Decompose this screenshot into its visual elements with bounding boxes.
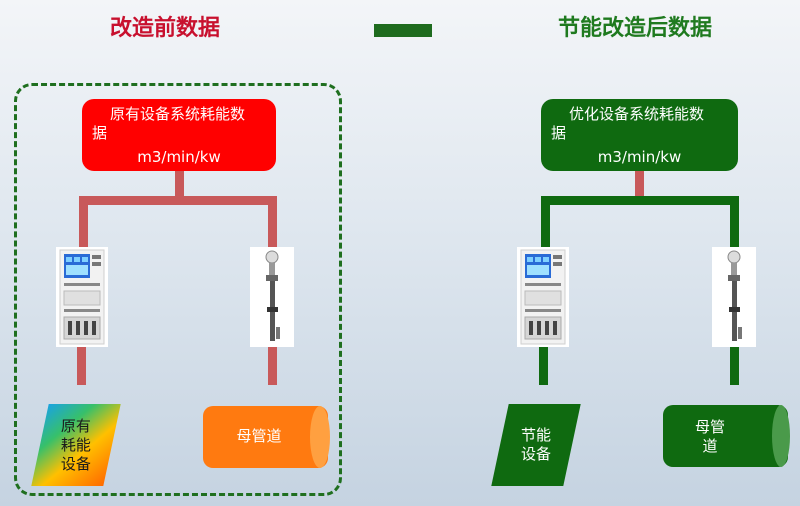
before-data-box-line1: 原有设备系统耗能数 (110, 105, 246, 123)
before-main-pipe-label: 母管道 (236, 427, 282, 445)
after-data-box-unit: m3/min/kw (597, 148, 682, 166)
after-data-box: 优化设备系统耗能数 据 m3/min/kw (541, 99, 738, 171)
before-main-pipe-cap (310, 406, 330, 468)
before-pipe-stem (175, 171, 184, 197)
flow-meter-icon (265, 250, 280, 341)
power-meter-icon (520, 249, 566, 345)
after-pipe-left-down (541, 196, 550, 249)
after-main-pipe-label-1: 母管 (694, 418, 725, 436)
title-separator-bar (374, 24, 432, 37)
after-pipe-right-down (730, 196, 739, 249)
after-main-pipe-label: 母管 道 (680, 418, 740, 456)
flow-meter-icon (727, 250, 742, 341)
after-pipe-meter-to-equipment (539, 347, 548, 385)
before-pipe-meter-to-equipment (77, 347, 86, 385)
after-power-meter (517, 247, 569, 347)
before-pipe-header (79, 196, 277, 205)
after-equipment-shape: 节能 设备 (491, 404, 581, 486)
after-main-pipe (663, 405, 788, 467)
before-data-title: 改造前数据 (110, 16, 221, 41)
before-pipe-right-down (268, 196, 277, 249)
after-equipment-label-1: 节能 (520, 426, 551, 444)
before-pipe-flowmeter-to-main (268, 347, 277, 385)
after-pipe-flowmeter-to-main (730, 347, 739, 385)
after-pipe-stem (635, 171, 644, 197)
after-data-title: 节能改造后数据 (558, 16, 713, 41)
before-equipment-label-3: 设备 (60, 454, 91, 473)
before-data-box: 原有设备系统耗能数 据 m3/min/kw (82, 99, 276, 171)
before-group-frame (14, 83, 342, 496)
before-pipe-left-down (79, 196, 88, 249)
before-equipment-label-1: 原有 (60, 416, 91, 435)
before-power-meter (56, 247, 108, 347)
before-data-box-unit: m3/min/kw (137, 148, 221, 166)
after-flow-meter (712, 247, 756, 347)
before-main-pipe (203, 406, 328, 468)
after-data-box-line1: 优化设备系统耗能数 (569, 105, 705, 123)
after-data-box-line2: 据 (551, 124, 567, 142)
after-equipment-label-2: 设备 (520, 445, 551, 463)
before-equipment-label-2: 耗能 (60, 435, 91, 454)
power-meter-icon (59, 249, 105, 345)
after-main-pipe-label-2: 道 (702, 437, 718, 455)
after-pipe-header (541, 196, 739, 205)
after-main-pipe-cap (772, 405, 790, 467)
before-data-box-line2: 据 (92, 124, 108, 142)
before-flow-meter (250, 247, 294, 347)
